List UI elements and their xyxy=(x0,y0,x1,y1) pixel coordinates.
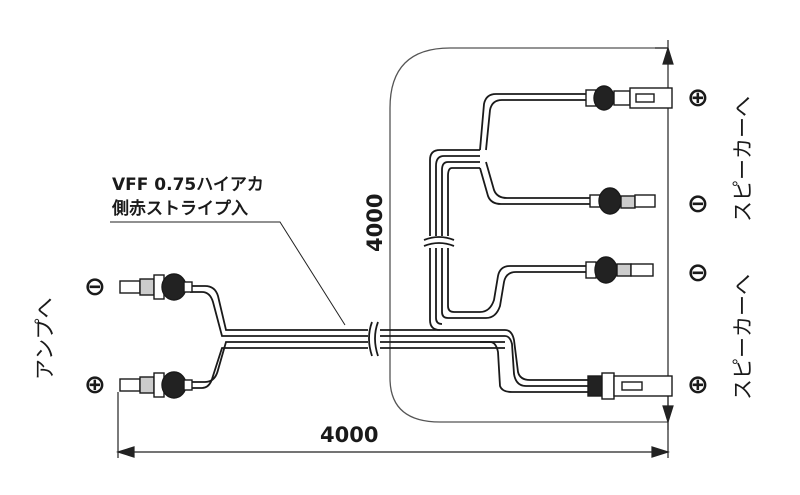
speaker-bottom-minus-symbol: ⊖ xyxy=(687,258,709,288)
vertical-harness xyxy=(429,149,480,331)
label-leader-line xyxy=(110,221,346,326)
speaker-bottom-label: スピーカーへ xyxy=(731,274,755,400)
speaker-top-plus-symbol: ⊕ xyxy=(687,83,709,113)
amp-plus-symbol: ⊕ xyxy=(84,370,106,400)
wire-spec-line2: 側赤ストライプ入 xyxy=(111,198,248,219)
vertical-dimension-value: 4000 xyxy=(363,194,387,252)
branch-wires-bottom xyxy=(448,265,588,393)
wire-spec-line1: VFF 0.75ハイアカ xyxy=(112,175,264,195)
amp-minus-symbol: ⊖ xyxy=(84,272,106,302)
amp-connector-minus xyxy=(119,273,193,301)
speaker-connector-top-plus xyxy=(585,85,673,111)
routing-guide-box xyxy=(389,47,668,423)
speaker-bottom-plus-symbol: ⊕ xyxy=(687,370,709,400)
speaker-connector-bottom-minus xyxy=(585,256,654,284)
speaker-top-minus-symbol: ⊖ xyxy=(687,189,709,219)
horizontal-dimension-value: 4000 xyxy=(320,423,378,447)
speaker-connector-bottom-plus xyxy=(587,372,673,400)
horizontal-dimension xyxy=(115,392,671,458)
main-cable xyxy=(190,285,505,389)
branch-wires-top xyxy=(479,93,590,205)
cable-break-mark xyxy=(368,321,380,357)
amp-side-label: アンプへ xyxy=(33,297,57,380)
amp-connector-plus xyxy=(119,371,193,399)
harness-break-mark xyxy=(423,236,455,248)
speaker-top-label: スピーカーへ xyxy=(731,96,755,222)
speaker-connector-top-minus xyxy=(589,187,656,215)
